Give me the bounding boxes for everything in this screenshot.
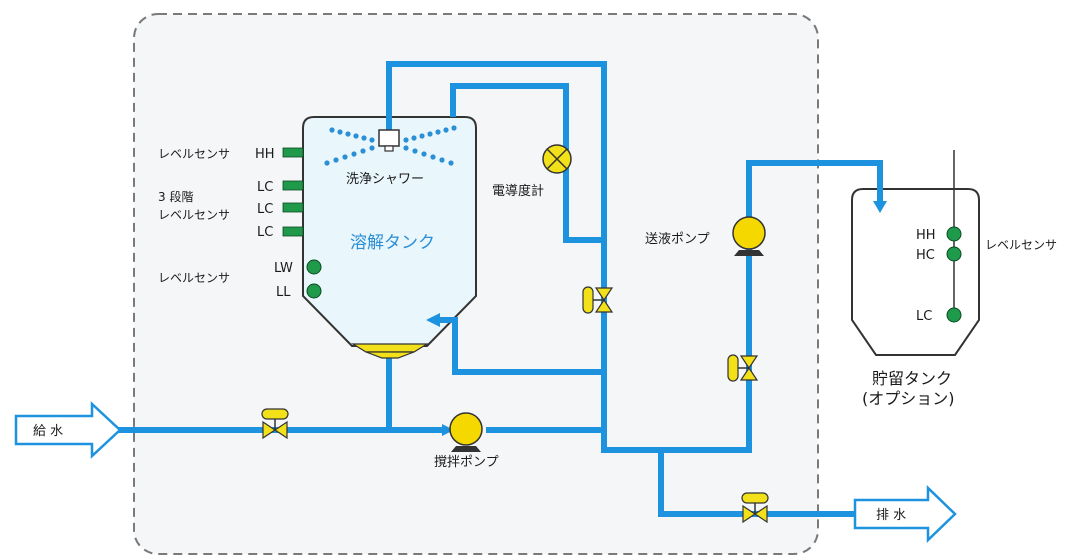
shower-nozzle	[378, 129, 400, 147]
sensor-lc3-label: LC	[257, 225, 273, 240]
sensor-hh-label: HH	[255, 147, 275, 162]
label-wash-shower: 洗浄シャワー	[346, 172, 424, 187]
label-transfer-pump: 送液ポンプ	[645, 232, 710, 247]
stir-pump-icon	[449, 412, 483, 452]
shower-nozzle-tip	[384, 145, 394, 152]
arrow-into-storage-tank	[873, 201, 887, 213]
storage-sensor-lc-dot	[946, 307, 962, 323]
sensor-lc2-label: LC	[257, 202, 273, 217]
valve-water-supply	[261, 408, 289, 440]
storage-sensor-hc-dot	[946, 246, 962, 262]
valve-return	[582, 286, 614, 314]
drain-arrow	[853, 485, 957, 543]
label-level-sensor-mid: レベルセンサ	[158, 208, 230, 222]
spray-dots	[324, 125, 457, 166]
arrow-return-into-tank	[426, 313, 440, 327]
label-conductivity-meter: 電導度計	[492, 183, 544, 199]
pipes	[118, 61, 883, 517]
valve-drain	[741, 492, 769, 524]
label-level-sensor-top: レベルセンサ	[158, 147, 230, 161]
sensor-lw-label: LW	[274, 261, 293, 276]
label-three-stage: 3 段階	[158, 189, 193, 204]
storage-sensor-hh-dot	[946, 226, 962, 242]
transfer-pump-icon	[732, 216, 766, 256]
storage-sensor-lc-label: LC	[916, 309, 932, 324]
pipe-transfer	[601, 160, 883, 453]
label-storage-tank: 貯留タンク	[872, 369, 952, 388]
valve-transfer	[727, 354, 759, 382]
label-drain: 排 水	[876, 508, 906, 523]
storage-tank	[851, 188, 980, 356]
storage-sensor-hc-label: HC	[916, 248, 935, 263]
label-water-supply: 給 水	[33, 424, 63, 439]
pipe-drain	[658, 450, 855, 517]
label-level-sensor-bottom: レベルセンサ	[158, 271, 230, 285]
pipe-conductivity-loop	[450, 83, 604, 243]
label-storage-tank-optional: (オプション)	[862, 389, 955, 408]
sensor-lc2-bar	[282, 202, 304, 213]
pipe-return	[440, 317, 604, 375]
sensor-hh-bar	[282, 147, 304, 158]
storage-sensor-hh-label: HH	[916, 228, 936, 243]
sensor-ll-label: LL	[276, 285, 291, 300]
sensor-lc1-bar	[282, 180, 304, 191]
dissolve-tank-sensors	[282, 147, 322, 299]
sensor-ll-dot	[306, 283, 322, 299]
label-dissolve-tank: 溶解タンク	[350, 233, 435, 253]
sensor-lw-dot	[306, 259, 322, 275]
conductivity-meter-icon	[542, 144, 572, 174]
label-level-sensor-right: レベルセンサ	[985, 238, 1057, 252]
storage-tank-sensors	[946, 226, 962, 323]
label-stir-pump: 撹拌ポンプ	[434, 455, 499, 470]
wash-shower	[324, 125, 457, 166]
arrow-into-stir-pump	[442, 424, 454, 436]
sensor-lc1-label: LC	[257, 180, 273, 195]
water-supply-arrow	[14, 401, 122, 459]
tank-bottom-agitator	[350, 343, 430, 359]
pipe-shower-feed	[386, 61, 607, 373]
sensor-lc3-bar	[282, 226, 304, 237]
dissolve-tank	[302, 116, 477, 347]
